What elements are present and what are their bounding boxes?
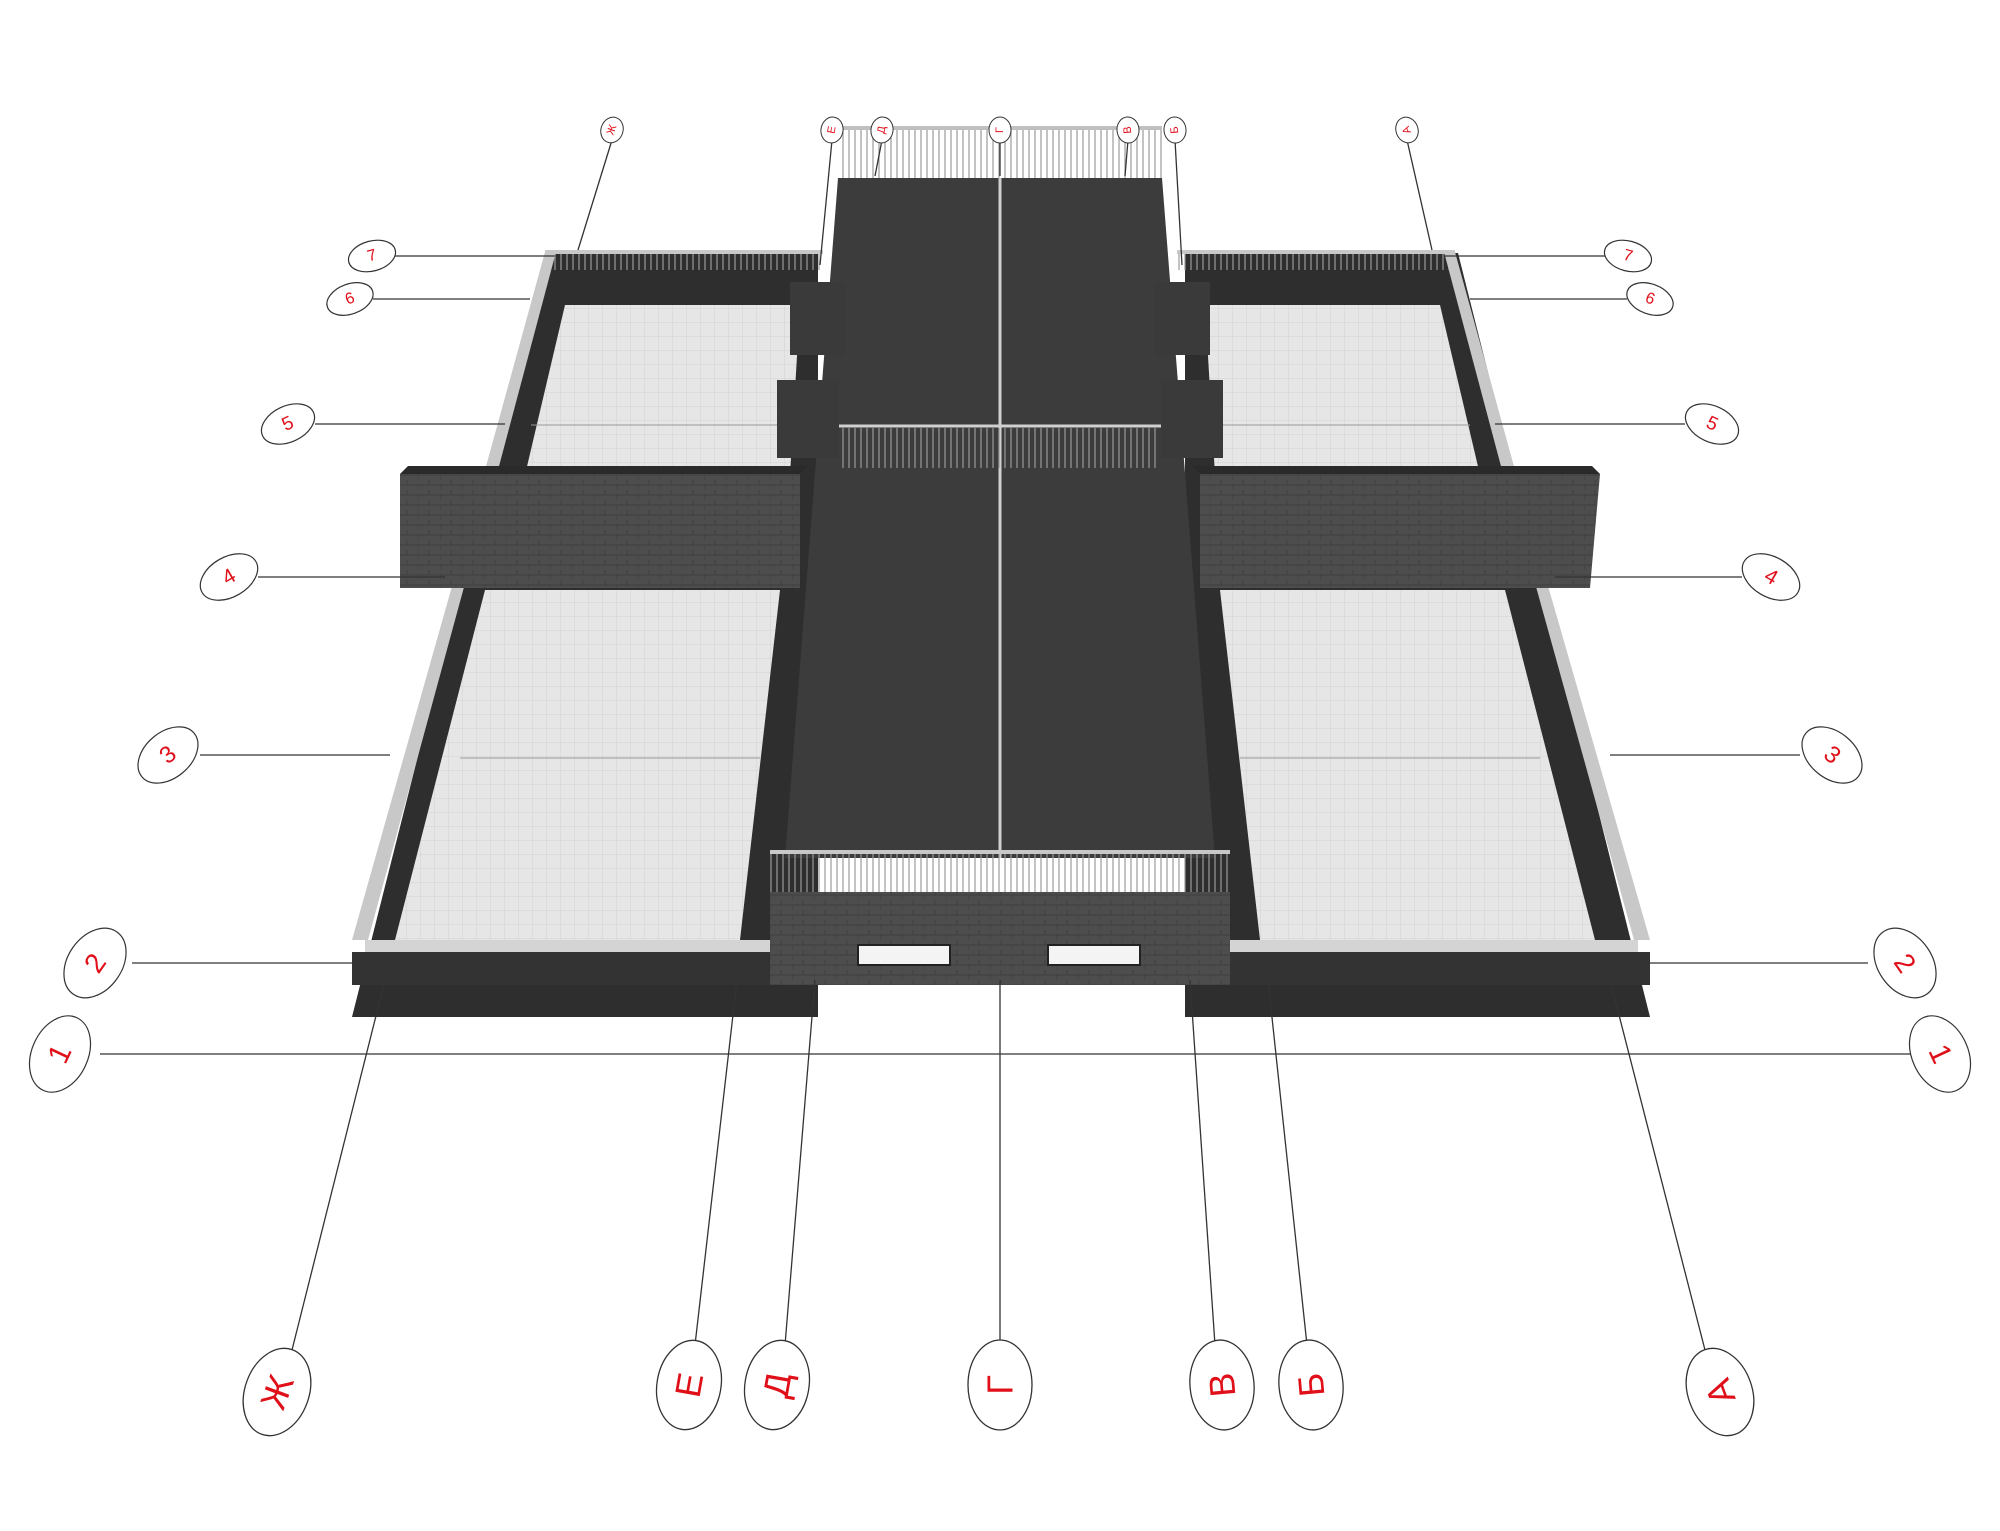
axis-bubble-4-right: 4: [1741, 553, 1801, 601]
axis-bubble-6-right: 6: [1626, 282, 1674, 316]
axis-label: Г: [994, 127, 1006, 133]
brick-wall-right: [1200, 474, 1600, 588]
axis-bubble-a-top: А: [1395, 116, 1419, 144]
axis-bubble-3-right: 3: [1801, 726, 1863, 784]
deck-upper-left: [525, 305, 800, 475]
axis-label: Б: [1290, 1371, 1333, 1398]
axis-label: 7: [1621, 247, 1634, 266]
deck-upper-right: [1205, 305, 1480, 475]
deck-lower-right: [1220, 590, 1595, 940]
axis-bubble-be-top: Б: [1163, 116, 1187, 144]
brick-wall-left: [400, 474, 800, 588]
axis-label: Ж: [605, 123, 620, 137]
axis-bubble-6-left: 6: [326, 282, 374, 316]
axis-bubble-1-right: 1: [1908, 1015, 1972, 1093]
axis-label: В: [1122, 126, 1135, 134]
axis-bubble-a-bottom: А: [1685, 1347, 1755, 1437]
axis-bubble-zhe-bottom: Ж: [242, 1347, 312, 1437]
axis-bubble-be-bottom: Б: [1278, 1339, 1344, 1431]
axis-bubble-1-left: 1: [28, 1015, 92, 1093]
bottom-letter-axes: Ж Е Д Г В Б А: [242, 1339, 1755, 1437]
axis-label: В: [1201, 1371, 1244, 1398]
top-letter-axes: Ж Е Д Г В Б А: [600, 116, 1419, 144]
post-block: [790, 282, 845, 355]
axis-bubble-ge-top: Г: [988, 116, 1012, 144]
axis-label: Б: [1169, 126, 1182, 134]
axis-bubble-ve-bottom: В: [1189, 1339, 1255, 1431]
axis-bubble-2-right: 2: [1873, 927, 1937, 999]
axis-bubble-ye-bottom: Е: [655, 1339, 723, 1431]
axis-bubble-7-left: 7: [347, 239, 397, 273]
deck-lower-left: [395, 590, 780, 940]
left-number-axes: 7 6 5 4 3 2 1: [28, 239, 397, 1093]
axis-bubble-de-top: Д: [870, 116, 894, 144]
axis-bubble-2-left: 2: [63, 927, 127, 999]
axis-bubble-5-left: 5: [260, 403, 316, 445]
axis-bubble-ge-bottom: Г: [967, 1339, 1033, 1431]
front-brick-block: [770, 892, 1230, 985]
axis-bubble-3-left: 3: [137, 726, 199, 784]
axis-bubble-4-left: 4: [199, 553, 259, 601]
axis-bubble-zhe-top: Ж: [600, 116, 624, 144]
axis-bubble-5-right: 5: [1684, 403, 1740, 445]
axis-label: Г: [980, 1375, 1021, 1395]
axis-label: А: [1400, 124, 1414, 136]
axis-label: 7: [365, 247, 378, 266]
right-number-axes: 7 6 5 4 3 2 1: [1603, 239, 1972, 1093]
axis-label: Д: [875, 125, 888, 135]
axis-bubble-7-right: 7: [1603, 239, 1653, 273]
axis-bubble-ve-top: В: [1116, 116, 1140, 144]
axis-label: Е: [825, 125, 838, 134]
building-model: [352, 126, 1650, 1017]
axis-bubble-ye-top: Е: [820, 116, 844, 144]
axis-bubble-de-bottom: Д: [743, 1339, 811, 1431]
leader-lines: [100, 139, 1920, 1351]
